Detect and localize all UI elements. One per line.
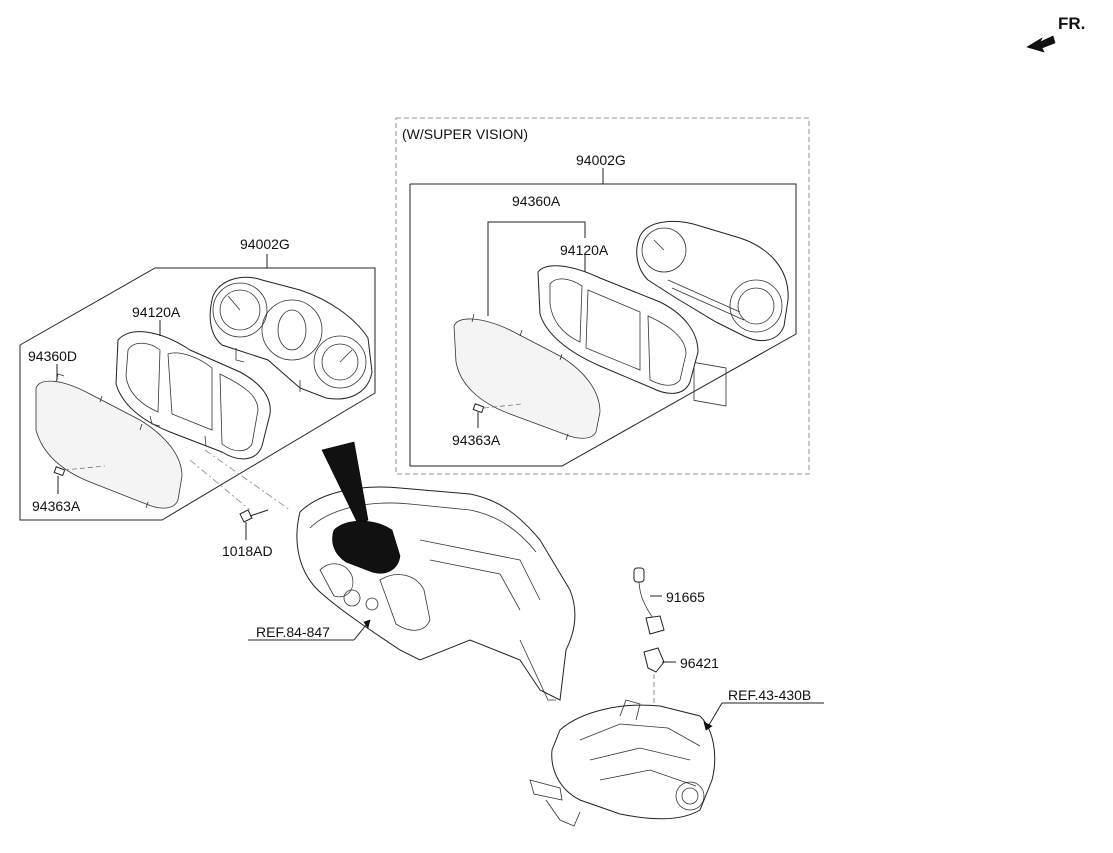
transmission-ref-label[interactable]: REF.43-430B bbox=[728, 687, 812, 703]
left-lens-glass-label[interactable]: 94360D bbox=[28, 348, 78, 364]
left-clip-label[interactable]: 94363A bbox=[32, 498, 81, 514]
right-lens-glass-label[interactable]: 94360A bbox=[512, 193, 561, 209]
left-lens-glass bbox=[35, 373, 183, 509]
left-assembly-label[interactable]: 94002G bbox=[240, 236, 290, 252]
front-arrow-icon bbox=[1026, 35, 1056, 53]
screw-label[interactable]: 1018AD bbox=[222, 543, 273, 559]
orientation-label: FR. bbox=[1058, 14, 1086, 33]
transmission-ref-leader bbox=[703, 702, 824, 731]
left-clip bbox=[53, 465, 106, 494]
mount-dash-line bbox=[204, 449, 291, 511]
speed-sensor bbox=[643, 647, 676, 716]
right-clip bbox=[472, 403, 523, 428]
dashboard-ref-leader bbox=[248, 619, 371, 641]
left-leaders bbox=[56, 320, 161, 380]
right-lens-glass bbox=[453, 313, 601, 441]
right-window-plate-label[interactable]: 94120A bbox=[560, 242, 609, 258]
cluster-location-marker bbox=[321, 441, 401, 574]
left-cluster-assembly bbox=[209, 276, 373, 400]
screw-dash-line bbox=[189, 459, 251, 511]
left-group-outline bbox=[19, 254, 376, 521]
right-assembly-label[interactable]: 94002G bbox=[576, 152, 626, 168]
dashboard-ref-label[interactable]: REF.84-847 bbox=[256, 624, 330, 640]
variant-note: (W/SUPER VISION) bbox=[402, 126, 529, 142]
left-window-plate-label[interactable]: 94120A bbox=[132, 304, 181, 320]
dashboard-panel bbox=[296, 486, 576, 701]
right-group-outline bbox=[409, 168, 797, 467]
right-window-plate bbox=[537, 265, 699, 394]
screw-icon bbox=[239, 509, 269, 540]
transmission-unit bbox=[529, 699, 716, 827]
right-clip-label[interactable]: 94363A bbox=[452, 432, 501, 448]
variant-box bbox=[395, 117, 810, 475]
sensor-cable-label[interactable]: 91665 bbox=[666, 589, 705, 605]
right-cluster-assembly bbox=[636, 220, 789, 407]
sensor-cable bbox=[633, 567, 665, 635]
left-window-plate bbox=[115, 331, 271, 460]
speed-sensor-label[interactable]: 96421 bbox=[680, 655, 719, 671]
